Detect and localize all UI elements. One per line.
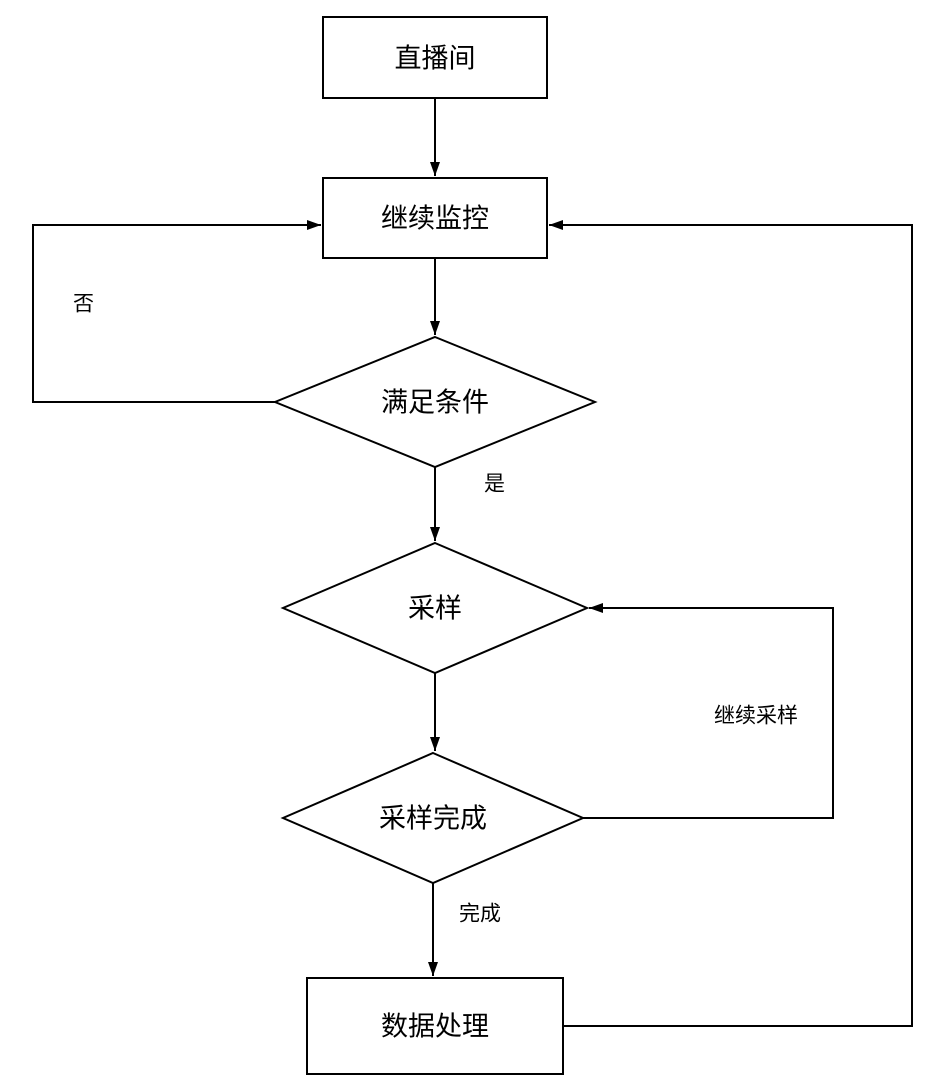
node-sampling-complete — [280, 751, 586, 885]
node-data-processing-label: 数据处理 — [381, 1011, 489, 1041]
edge-label-done: 完成 — [459, 902, 501, 925]
node-sampling — [280, 541, 590, 675]
edge-label-no: 否 — [73, 292, 94, 315]
node-live-room-label: 直播间 — [395, 43, 476, 73]
edge-label-yes: 是 — [484, 472, 505, 495]
node-live-room — [322, 16, 548, 99]
node-data-processing — [306, 977, 564, 1075]
node-sampling-label: 采样 — [408, 593, 462, 623]
edge-continue-sampling-loop — [583, 603, 834, 819]
edge-data-processing-return-loop — [549, 220, 913, 1027]
edge-condition-met-no-loop — [32, 220, 321, 403]
node-continue-monitor — [322, 177, 548, 259]
node-condition-met-label: 满足条件 — [381, 387, 489, 417]
node-continue-monitor-label: 继续监控 — [381, 203, 489, 233]
node-condition-met — [272, 335, 598, 469]
node-sampling-complete-label: 采样完成 — [379, 803, 487, 833]
edge-label-continue-sampling: 继续采样 — [714, 704, 798, 727]
